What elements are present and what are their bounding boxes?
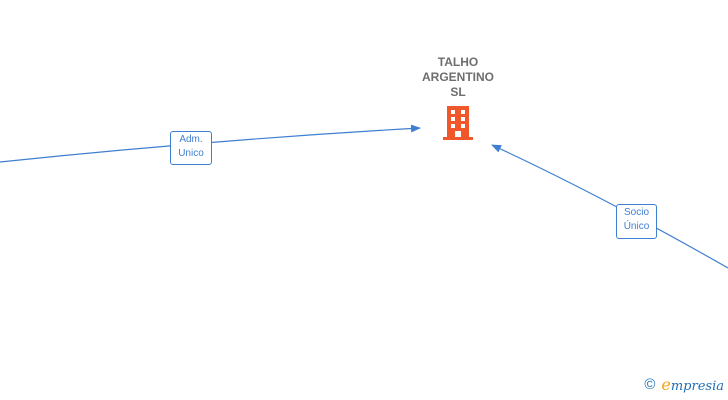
edge-label-line: Adm. (179, 134, 203, 145)
company-name-line: SL (450, 85, 466, 99)
brand-rest: mpresia (670, 379, 724, 394)
brand-wordmark: empresia (661, 375, 724, 394)
empresia-logo[interactable]: © empresia (644, 375, 724, 394)
building-icon[interactable] (443, 106, 473, 145)
edge-label-line: Unico (178, 148, 204, 159)
brand-initial: e (661, 375, 671, 394)
company-name-line: ARGENTINO (422, 70, 494, 84)
edge-label-line: Único (623, 221, 650, 232)
edge-socio-unico-line (491, 144, 728, 269)
edge-label-socio-unico[interactable]: Socio Único (616, 204, 657, 239)
edge-label-adm-unico[interactable]: Adm. Unico (170, 131, 212, 165)
edge-label-line: Socio (623, 207, 649, 218)
company-name[interactable]: TALHO ARGENTINO SL (398, 55, 518, 100)
company-name-line: TALHO (437, 55, 479, 69)
copyright-icon: © (644, 376, 656, 393)
